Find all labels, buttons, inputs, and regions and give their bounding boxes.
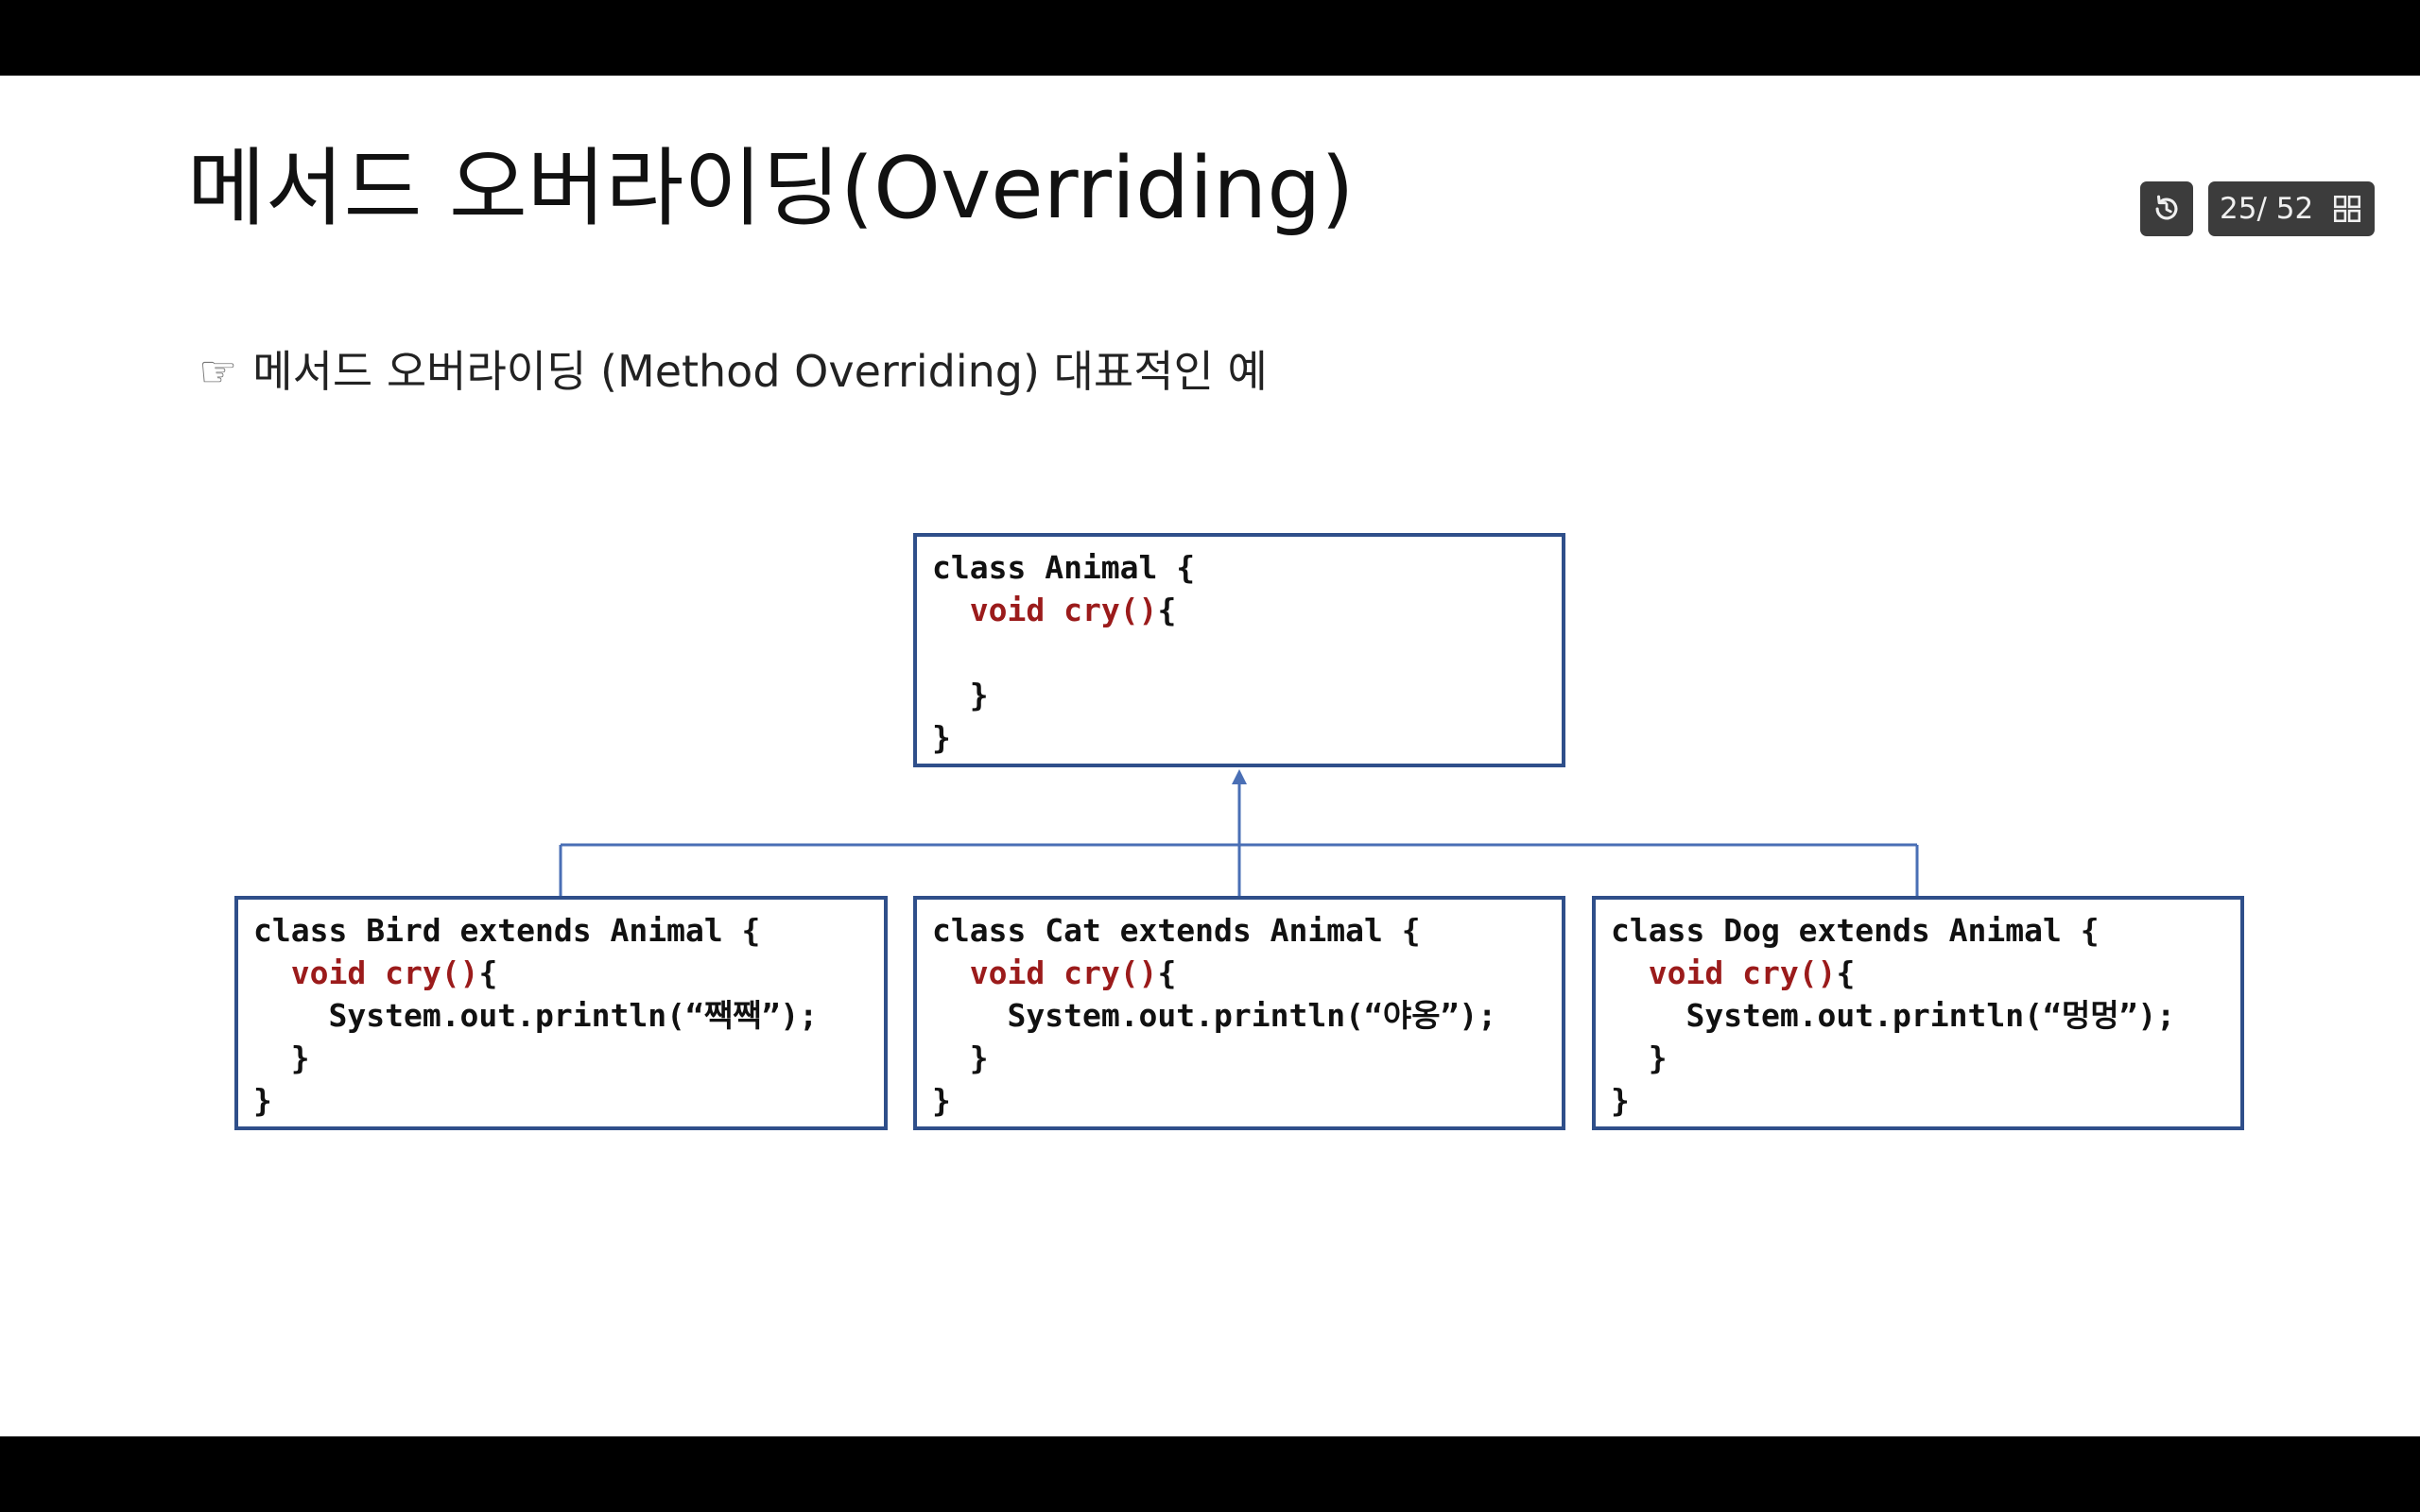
page-indicator[interactable]: 25/ 52 bbox=[2220, 192, 2313, 226]
inheritance-arrowhead bbox=[1232, 769, 1247, 784]
code-bird: class Bird extends Animal { void cry(){ … bbox=[253, 912, 819, 1119]
code-cat: class Cat extends Animal { void cry(){ S… bbox=[932, 912, 1497, 1119]
class-box-bird: class Bird extends Animal { void cry(){ … bbox=[234, 896, 888, 1130]
replay-button[interactable] bbox=[2140, 181, 2193, 236]
replay-icon bbox=[2155, 195, 2178, 220]
class-box-cat: class Cat extends Animal { void cry(){ S… bbox=[913, 896, 1565, 1130]
page-separator: / bbox=[2256, 192, 2267, 226]
page-control: 25/ 52 bbox=[2208, 181, 2375, 236]
slide: 메서드 오버라이딩(Overriding) ☞ 메서드 오버라이딩 (Method… bbox=[0, 76, 2420, 1436]
slide-subtitle: ☞ 메서드 오버라이딩 (Method Overriding) 대표적인 예 bbox=[199, 346, 1268, 398]
subtitle-text: 메서드 오버라이딩 (Method Overriding) 대표적인 예 bbox=[252, 346, 1268, 397]
class-box-dog: class Dog extends Animal { void cry(){ S… bbox=[1592, 896, 2244, 1130]
class-box-animal: class Animal { void cry(){ } } bbox=[913, 533, 1565, 767]
slide-title: 메서드 오버라이딩(Overriding) bbox=[187, 139, 1355, 238]
pointing-hand-icon: ☞ bbox=[199, 346, 238, 397]
grid-view-icon[interactable] bbox=[2331, 193, 2363, 225]
total-pages: 52 bbox=[2275, 192, 2314, 226]
code-dog: class Dog extends Animal { void cry(){ S… bbox=[1611, 912, 2176, 1119]
current-page: 25 bbox=[2220, 192, 2257, 226]
code-animal: class Animal { void cry(){ } } bbox=[932, 549, 1196, 756]
